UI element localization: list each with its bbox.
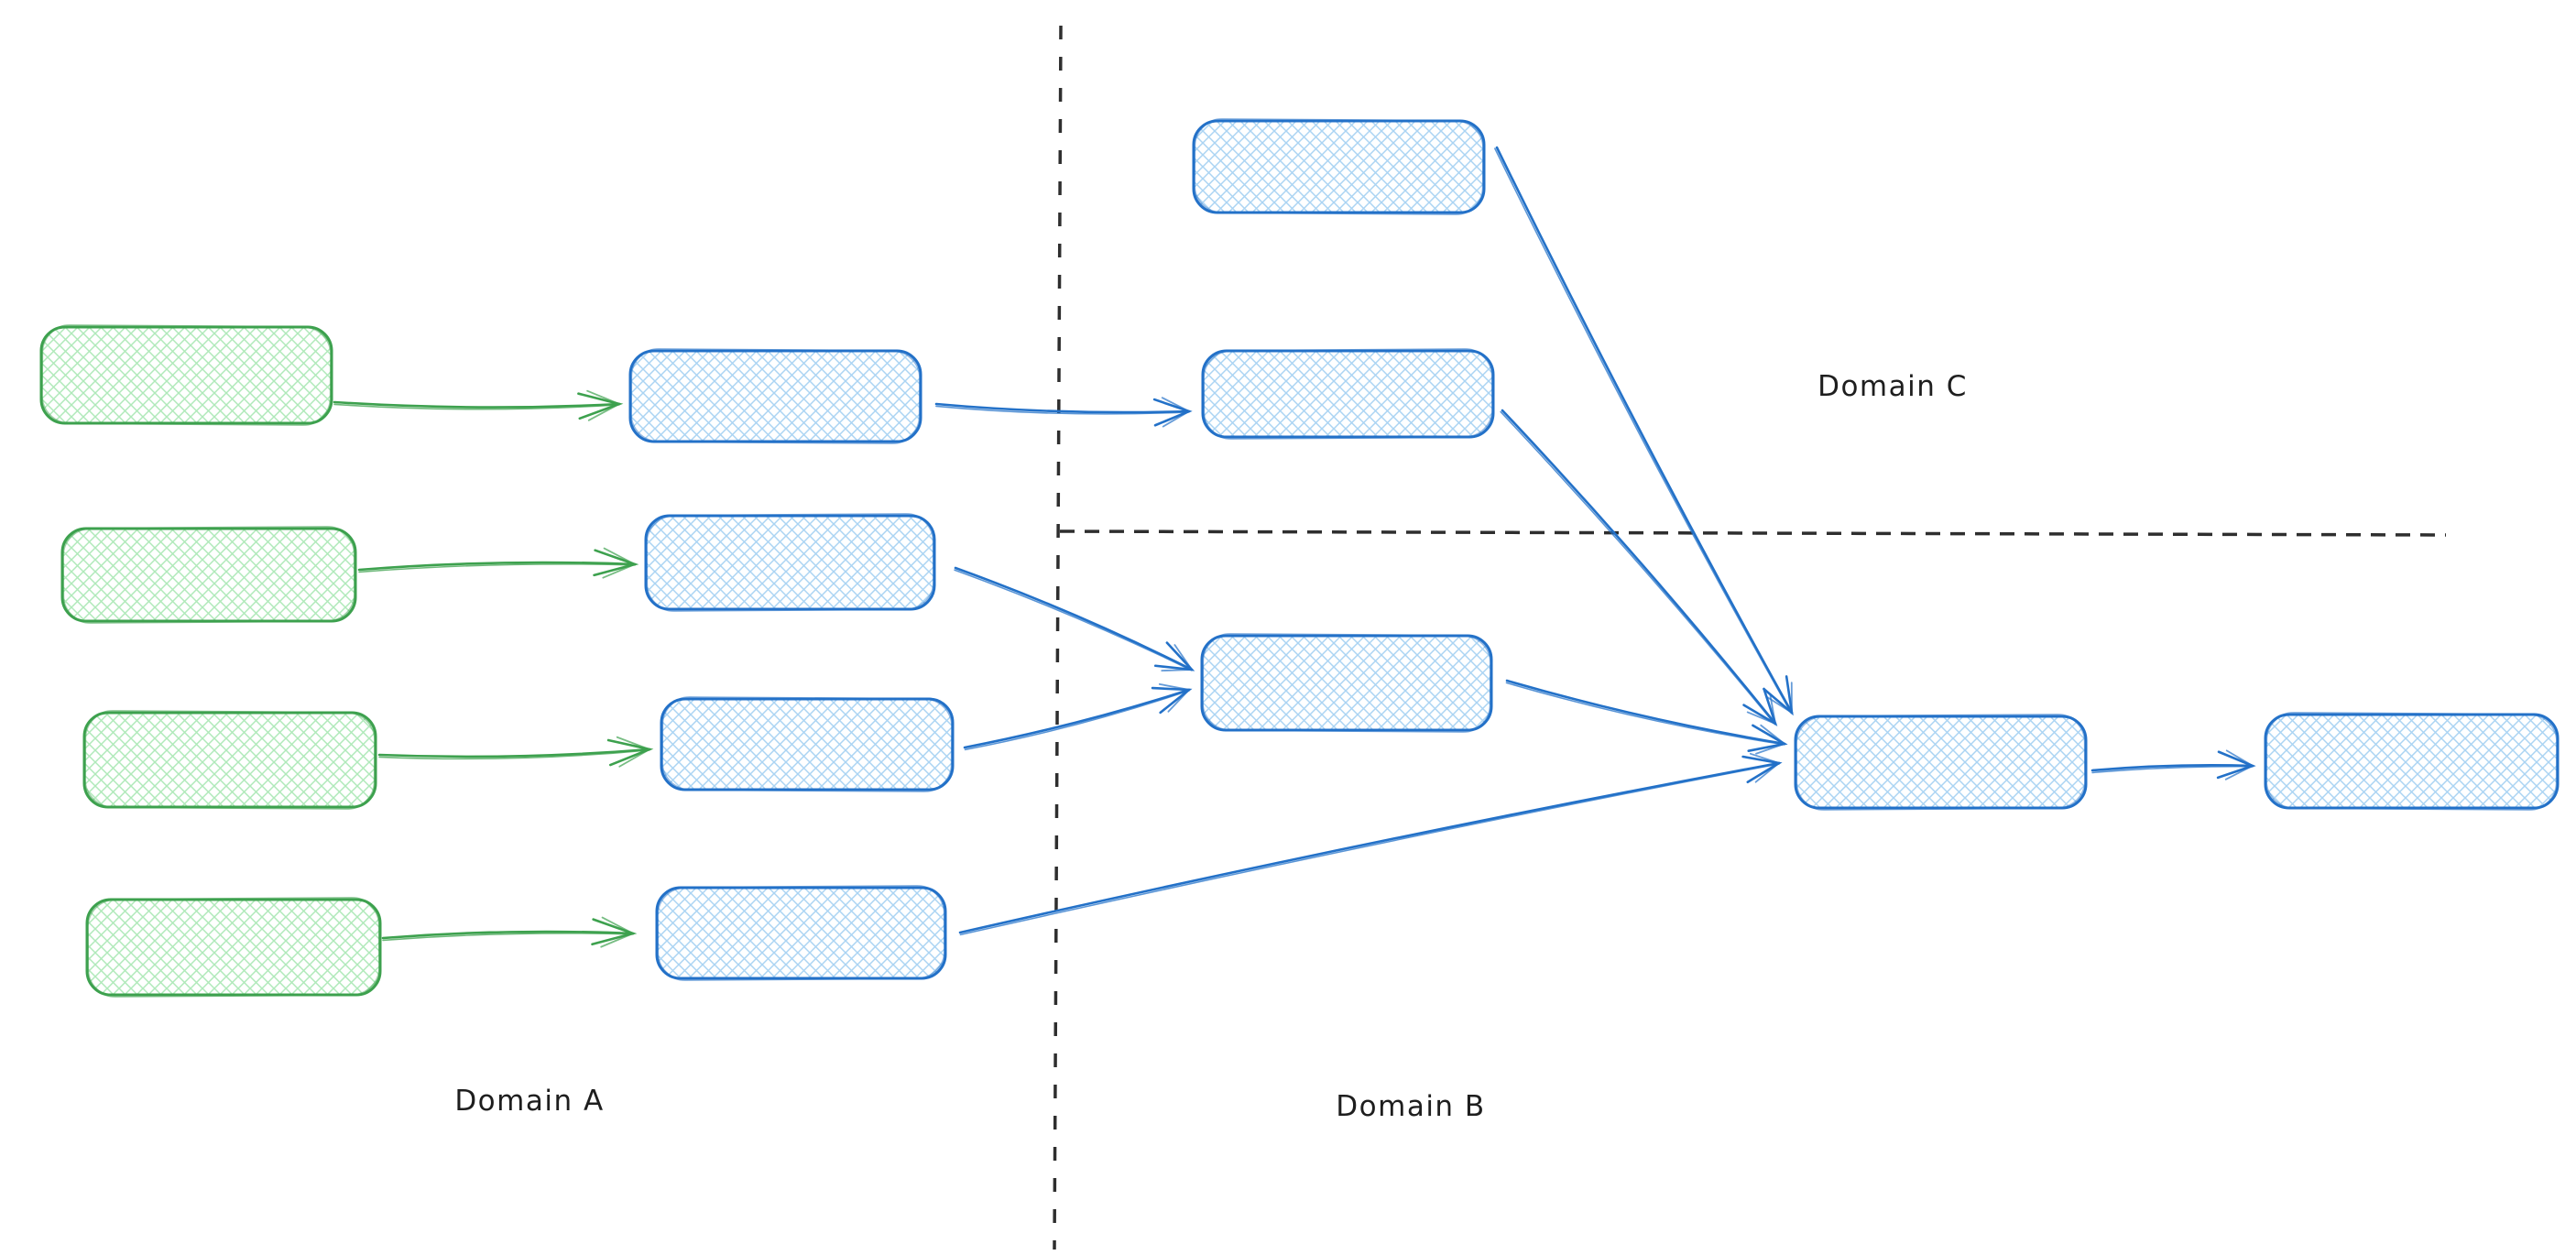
edge-green-4-line [381,930,635,940]
edge-green-1[interactable] [333,389,624,421]
edge-a4-merge-line [958,761,1781,934]
edge-a1-btop-line [934,402,1191,414]
edge-a4-merge-line-sketch [959,762,1780,936]
edge-merge-output-line-sketch [2091,765,2254,774]
edge-bmid-merge-line [1505,679,1786,746]
edge-green-4[interactable] [381,916,638,948]
edge-a4-merge[interactable] [958,752,1783,936]
blue-box-a3-sketch-outline [660,695,954,793]
edge-ctop-merge-arrowhead-sketch [1765,682,1793,715]
edge-ctop-merge-line-sketch [1494,147,1793,715]
edge-green-1-arrowhead-sketch [586,389,622,421]
green-box-4-shape [85,898,382,997]
blue-box-a4-shape [655,886,947,980]
label-domain-a[interactable]: Domain A [454,1085,604,1118]
output-box-sketch-outline [2265,711,2559,812]
node-domain-c-box[interactable] [1192,117,1486,216]
node-green-box-3[interactable] [82,709,377,811]
edge-btop-merge-line-sketch [1500,410,1776,726]
nodes-layer [39,117,2560,999]
blue-box-a1-shape [628,349,922,443]
edge-merge-output-arrowhead-sketch [2224,749,2254,780]
node-blue-box-a2[interactable] [644,513,936,612]
node-green-box-2[interactable] [60,525,357,625]
edge-a1-btop-line-sketch [935,405,1190,415]
green-box-2-shape [60,527,357,623]
green-box-3-sketch-outline [83,709,377,811]
edge-btop-merge-line [1501,409,1777,726]
blue-box-a1-sketch-outline [629,347,922,445]
domain-b-box-upper-shape [1201,349,1495,439]
edge-a1-btop-arrowhead-sketch [1161,397,1191,428]
edge-green-1-line-sketch [333,403,620,410]
edge-green-3-arrowhead-sketch [616,736,652,768]
edge-a2-bmid[interactable] [954,566,1195,672]
edge-btop-merge[interactable] [1500,409,1778,726]
edge-a3-bmid-line [963,688,1191,749]
edges-layer [333,146,2256,948]
edge-green-4-line-sketch [382,933,634,942]
node-merge-box[interactable] [1794,713,2088,812]
blue-box-a4-sketch-outline [656,885,946,981]
edge-a2-bmid-line [954,566,1194,671]
edge-a1-btop[interactable] [934,397,1193,428]
blue-box-a2-sketch-outline [645,513,935,612]
edge-green-2-line [357,561,637,572]
node-green-box-1[interactable] [39,323,333,427]
node-domain-b-box-lower[interactable] [1200,633,1493,733]
green-box-3-shape [82,711,377,809]
edge-merge-output-line [2090,763,2254,772]
blue-box-a3-shape [660,697,955,791]
domain-b-box-lower-sketch-outline [1201,633,1492,733]
domain-b-box-lower-shape [1200,634,1493,732]
edge-ctop-merge-line [1495,146,1794,715]
edge-a3-bmid-line-sketch [964,689,1190,751]
domain-c-box-sketch-outline [1193,117,1485,216]
edge-green-2-arrowhead-sketch [602,547,638,579]
domain-b-box-upper-sketch-outline [1202,347,1494,441]
node-green-box-4[interactable] [85,896,382,999]
label-domain-c[interactable]: Domain C [1817,370,1968,403]
divider-vertical[interactable] [1053,25,1063,1250]
edge-btop-merge-arrowhead-sketch [1746,693,1777,726]
output-box-shape [2264,713,2560,810]
node-domain-b-box-upper[interactable] [1201,347,1495,441]
label-domain-b[interactable]: Domain B [1336,1090,1485,1123]
edge-green-3[interactable] [377,736,654,768]
dividers-layer [1053,25,2447,1250]
edge-a4-merge-arrowhead-sketch [1749,752,1781,783]
node-blue-box-a3[interactable] [660,695,955,793]
edge-a2-bmid-line-sketch [954,569,1193,671]
edge-bmid-merge-line-sketch [1505,682,1785,746]
edge-a3-bmid-arrowhead-sketch [1158,682,1191,713]
green-box-4-sketch-outline [86,896,381,999]
node-blue-box-a1[interactable] [628,347,922,445]
node-blue-box-a4[interactable] [655,885,947,981]
labels-layer: Domain A Domain B Domain C [454,370,1968,1123]
domain-c-box-shape [1192,119,1486,214]
edge-bmid-merge-arrowhead-sketch [1755,724,1786,755]
node-output-box[interactable] [2264,711,2560,812]
edge-green-2[interactable] [357,547,639,579]
edge-bmid-merge[interactable] [1505,679,1788,755]
green-box-2-sketch-outline [61,525,356,625]
edge-ctop-merge[interactable] [1494,146,1794,716]
edge-green-3-line [377,748,651,758]
edge-green-3-line-sketch [378,749,650,760]
edge-a3-bmid[interactable] [963,682,1193,751]
edge-a2-bmid-arrowhead-sketch [1161,644,1194,672]
divider-horizontal[interactable] [1059,529,2447,537]
green-box-1-shape [39,325,333,425]
edge-merge-output[interactable] [2090,749,2256,780]
green-box-1-sketch-outline [40,323,333,427]
merge-box-sketch-outline [1795,713,2087,812]
edge-green-2-line-sketch [358,562,636,573]
edge-green-4-arrowhead-sketch [600,916,636,948]
edge-green-1-line [333,400,621,409]
merge-box-shape [1794,715,2088,810]
blue-box-a2-shape [644,514,936,611]
